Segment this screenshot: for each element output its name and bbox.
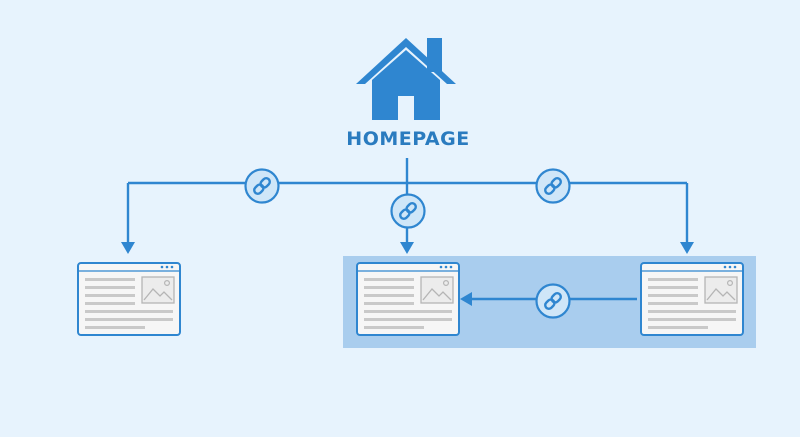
house-icon xyxy=(356,38,456,120)
link-icon xyxy=(535,283,571,319)
webpage-left xyxy=(77,262,181,336)
link-icon xyxy=(535,168,571,204)
arrow-to-left-page xyxy=(121,242,135,254)
homepage-label: HOMEPAGE xyxy=(346,128,470,150)
link-icon xyxy=(244,168,280,204)
arrow-to-middle-page xyxy=(400,242,414,254)
arrow-to-right-page xyxy=(680,242,694,254)
arrow-to-middle-page-from-right xyxy=(460,292,472,306)
link-icon xyxy=(390,193,426,229)
webpage-middle xyxy=(356,262,460,336)
arrowheads xyxy=(121,242,694,306)
webpage-right xyxy=(640,262,744,336)
